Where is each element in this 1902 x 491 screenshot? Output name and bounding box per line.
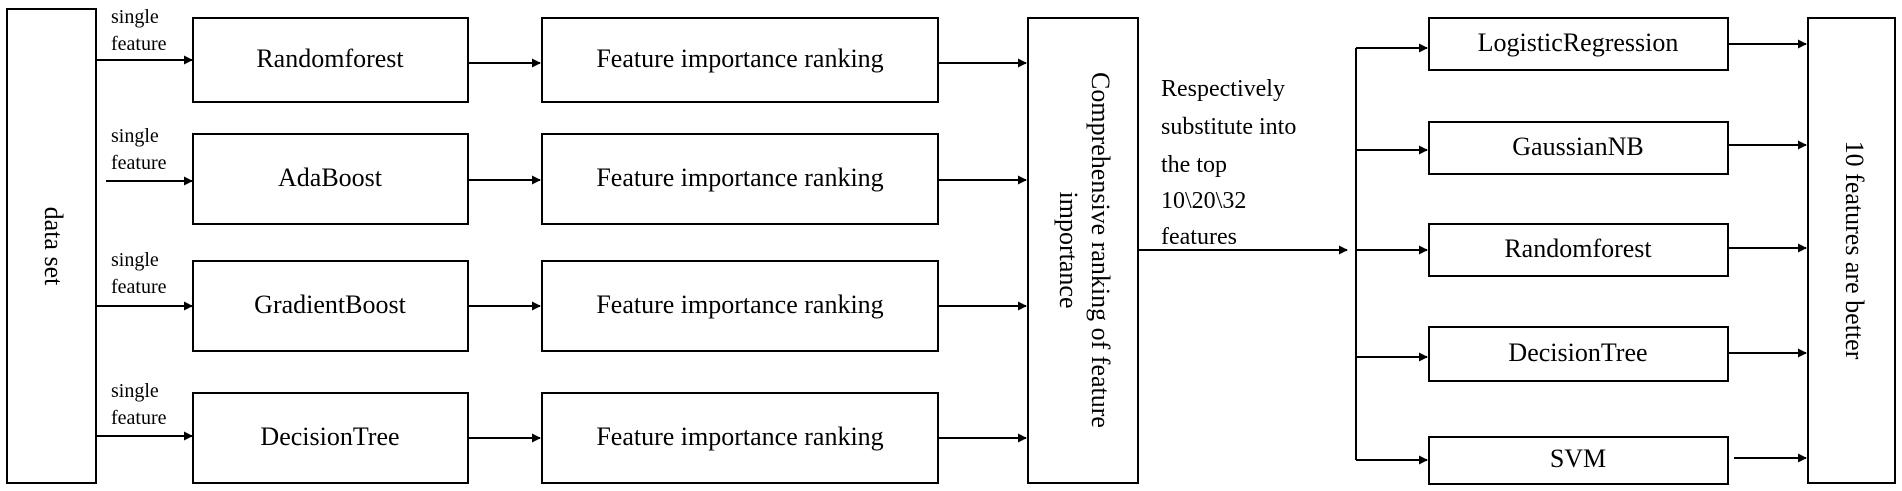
classifier-box-randomforest	[1428, 223, 1729, 277]
model-box-adaboost	[192, 133, 469, 225]
model-box-decisiontree	[192, 392, 469, 484]
model-label-adaboost: AdaBoost	[278, 163, 383, 192]
classifier-box-gaussiannb	[1428, 121, 1729, 175]
comprehensive-label-line1: Comprehensive ranking of feature	[1086, 72, 1115, 428]
model-label-randomforest: Randomforest	[256, 44, 404, 73]
result-node: 10 features are better	[1807, 17, 1896, 484]
classifier-box-svm	[1428, 436, 1729, 485]
model-row-randomforest: single feature Randomforest Feature impo…	[96, 6, 1027, 103]
classifier-label-svm: SVM	[1550, 444, 1606, 473]
single-feature-label-line2: feature	[111, 152, 167, 174]
classifier-row-svm: SVM	[1356, 436, 1807, 485]
model-row-adaboost: single feature AdaBoost Feature importan…	[106, 125, 1027, 225]
ranking-label: Feature importance ranking	[596, 290, 883, 319]
classifier-box-decisiontree	[1428, 326, 1729, 382]
ranking-label: Feature importance ranking	[596, 44, 883, 73]
ranking-label: Feature importance ranking	[596, 422, 883, 451]
model-box-randomforest	[192, 17, 469, 103]
model-label-decisiontree: DecisionTree	[260, 422, 399, 451]
classifier-box-logisticregression	[1428, 17, 1729, 71]
model-row-decisiontree: single feature DecisionTree Feature impo…	[96, 380, 1027, 484]
classifier-row-gaussiannb: GaussianNB	[1356, 121, 1807, 175]
single-feature-label-line1: single	[111, 6, 159, 28]
single-feature-label-line1: single	[111, 249, 159, 271]
single-feature-label-line1: single	[111, 125, 159, 147]
classifier-row-decisiontree: DecisionTree	[1356, 326, 1807, 382]
classifier-label-randomforest: Randomforest	[1504, 234, 1652, 263]
comprehensive-label-line2: importance	[1054, 192, 1083, 309]
model-box-gradientboost	[192, 260, 469, 352]
classifier-row-randomforest: Randomforest	[1356, 223, 1807, 277]
ranking-box	[541, 17, 939, 103]
classifier-label-gaussiannb: GaussianNB	[1512, 132, 1643, 161]
ranking-box	[541, 260, 939, 352]
ranking-label: Feature importance ranking	[596, 163, 883, 192]
substitute-note-line1: Respectively	[1161, 76, 1285, 102]
substitution-note: Respectively substitute into the top 10\…	[1138, 76, 1348, 255]
dataset-node: data set	[6, 8, 97, 484]
single-feature-label-line2: feature	[111, 276, 167, 298]
result-box	[1807, 17, 1896, 484]
dataset-label: data set	[39, 207, 68, 286]
single-feature-label-line2: feature	[111, 33, 167, 55]
model-row-gradientboost: single feature GradientBoost Feature imp…	[96, 249, 1027, 352]
classifier-label-logisticregression: LogisticRegression	[1478, 28, 1679, 57]
comprehensive-ranking-node: Comprehensive ranking of feature importa…	[1027, 17, 1139, 484]
single-feature-label-line1: single	[111, 380, 159, 402]
substitute-note-line4: 10\20\32	[1161, 188, 1246, 214]
classifier-row-logisticregression: LogisticRegression	[1356, 17, 1807, 71]
ranking-box	[541, 392, 939, 484]
dataset-box	[6, 8, 97, 484]
ranking-box	[541, 133, 939, 225]
single-feature-label-line2: feature	[111, 407, 167, 429]
classifier-label-decisiontree: DecisionTree	[1508, 338, 1647, 367]
model-label-gradientboost: GradientBoost	[254, 290, 406, 319]
substitute-note-line5: features	[1161, 224, 1237, 250]
substitute-note-line2: substitute into	[1161, 114, 1296, 140]
result-label: 10 features are better	[1840, 141, 1869, 360]
substitute-note-line3: the top	[1161, 152, 1227, 178]
comprehensive-ranking-box	[1027, 17, 1139, 484]
